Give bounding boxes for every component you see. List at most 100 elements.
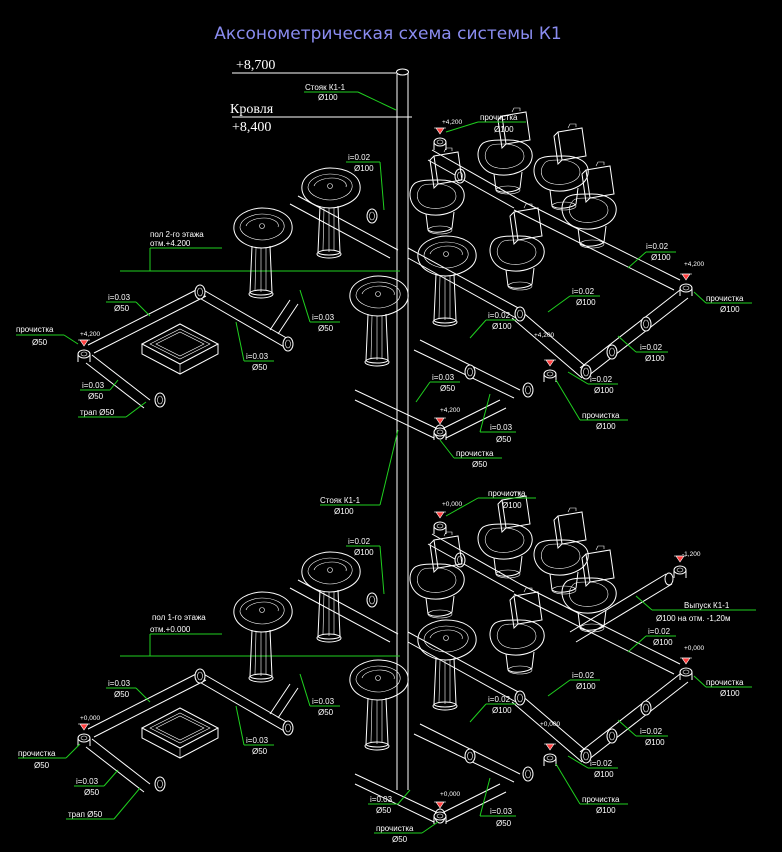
cleanout-left-f2: прочистка — [16, 325, 54, 334]
floor-1-label: пол 1-го этажа — [152, 613, 206, 622]
slope-f1-i3f: i=0.03 — [76, 777, 99, 786]
elev-bottom-cleanout-f1: +0,000 — [440, 791, 460, 798]
cleanout-right-f1: прочистка — [706, 678, 744, 687]
dia-f2-e: Ø100 — [645, 354, 665, 363]
slope-f1-f: i=0.02 — [590, 759, 613, 768]
elev-mid-cleanout-f2: +4,200 — [534, 332, 554, 339]
elev-mid-cleanout-f1: +0,000 — [540, 721, 560, 728]
slope-f1-c: i=0.02 — [572, 671, 595, 680]
slope-f2-f: i=0.02 — [590, 375, 613, 384]
dia-f2-f: Ø100 — [594, 386, 614, 395]
mid-stack-label: Стояк К1-1 Ø100 — [320, 429, 399, 516]
dia-f2-d: Ø100 — [492, 322, 512, 331]
outlet-elev: -1,200 — [682, 551, 701, 558]
dia-f1-i3e: Ø50 — [114, 690, 130, 699]
cleanout-mid-dia-f2: Ø100 — [596, 422, 616, 431]
dia-f2-a: Ø100 — [354, 164, 374, 173]
stack-label-top: Стояк К1-1 — [305, 83, 346, 92]
dia-f1-i3d: Ø50 — [252, 747, 268, 756]
slope-f1-i3b: i=0.03 — [370, 795, 393, 804]
cleanout-bottom-f1: прочистка — [376, 824, 414, 833]
slope-f2-b: i=0.02 — [646, 242, 669, 251]
elevation-8700: +8,700 — [236, 58, 275, 73]
slope-f1-b: i=0.02 — [648, 627, 671, 636]
slope-f2-a: i=0.02 — [348, 153, 371, 162]
outlet-label: Выпуск К1-1 — [684, 601, 730, 610]
slope-f2-i3a: i=0.03 — [432, 373, 455, 382]
slope-f2-i3f: i=0.03 — [82, 381, 105, 390]
dia-f2-i3d: Ø50 — [252, 363, 268, 372]
elev-bottom-cleanout-f2: +4,200 — [440, 407, 460, 414]
slope-f1-i3c: i=0.03 — [312, 697, 335, 706]
dia-f1-b: Ø100 — [653, 638, 673, 647]
slope-f1-e: i=0.02 — [640, 727, 663, 736]
roof-marks: +8,700 Кровля +8,400 — [230, 58, 412, 135]
dia-f1-a: Ø100 — [354, 548, 374, 557]
dia-f2-i3c: Ø50 — [318, 324, 334, 333]
dia-f2-c: Ø100 — [576, 298, 596, 307]
cleanout-left-dia-f1: Ø50 — [34, 761, 50, 770]
cleanout-right-dia-f2: Ø100 — [720, 305, 740, 314]
dia-f2-i3f: Ø50 — [88, 392, 104, 401]
slope-f1-i3e: i=0.03 — [108, 679, 131, 688]
floor-2-elev: отм.+4.200 — [150, 239, 191, 248]
floor-1-elev: отм.+0.000 — [150, 625, 191, 634]
elev-left-cleanout-f1: +0,000 — [80, 715, 100, 722]
outlet-dia: Ø100 на отм. -1,20м — [656, 614, 731, 623]
stack-label-mid: Стояк К1-1 — [320, 496, 361, 505]
elevation-8400: +8,400 — [232, 120, 271, 135]
dia-f1-e: Ø100 — [645, 738, 665, 747]
dia-f1-i3f: Ø50 — [84, 788, 100, 797]
cleanout-left-dia-f2: Ø50 — [32, 338, 48, 347]
elev-top-cleanout-f1: +0,000 — [442, 501, 462, 508]
dia-f1-i3c: Ø50 — [318, 708, 334, 717]
slope-f1-a: i=0.02 — [348, 537, 371, 546]
elev-top-cleanout-f2: +4,200 — [442, 119, 462, 126]
slope-f2-d: i=0.02 — [488, 311, 511, 320]
cleanout-top-f2: прочистка — [480, 113, 518, 122]
trap-f1: трап Ø50 — [68, 810, 103, 819]
drawing-title: Аксонометрическая схема системы К1 — [214, 24, 562, 44]
dia-f2-i3b: Ø50 — [496, 435, 512, 444]
dia-f2-b: Ø100 — [651, 253, 671, 262]
cleanout-mid-f1: прочистка — [582, 795, 620, 804]
cleanout-mid-dia-f1: Ø100 — [596, 806, 616, 815]
slope-f2-e: i=0.02 — [640, 343, 663, 352]
trap-f2: трап Ø50 — [80, 408, 115, 417]
roof-label: Кровля — [230, 102, 274, 117]
dia-f2-i3a: Ø50 — [440, 384, 456, 393]
dia-f1-i3b: Ø50 — [376, 806, 392, 815]
slope-f1-d: i=0.02 — [488, 695, 511, 704]
elev-left-cleanout-f2: +4,200 — [80, 331, 100, 338]
dia-f1-f: Ø100 — [594, 770, 614, 779]
cleanout-left-f1: прочистка — [18, 749, 56, 758]
cleanout-bottom-dia-f2: Ø50 — [472, 460, 488, 469]
dia-f1-c: Ø100 — [576, 682, 596, 691]
dia-f1-i3a: Ø50 — [496, 819, 512, 828]
cleanout-top-f1: прочистка — [488, 489, 526, 498]
cleanout-top-dia-f2: Ø100 — [494, 125, 514, 134]
riser-stack — [396, 68, 409, 790]
slope-f2-i3b: i=0.03 — [490, 423, 513, 432]
floor-2-scheme: пол 2-го этажа отм.+4.200 — [16, 107, 752, 469]
floor-1-scheme: пол 1-го этажа отм.+0.000 — [18, 489, 756, 844]
cleanout-bottom-f2: прочистка — [456, 449, 494, 458]
slope-f2-c: i=0.02 — [572, 287, 595, 296]
slope-f1-i3d: i=0.03 — [246, 736, 269, 745]
slope-f2-i3e: i=0.03 — [108, 293, 131, 302]
slope-f2-i3c: i=0.03 — [312, 313, 335, 322]
cleanout-right-dia-f1: Ø100 — [720, 689, 740, 698]
slope-f1-i3a: i=0.03 — [490, 807, 513, 816]
stack-dia-top: Ø100 — [318, 93, 338, 102]
dia-f1-d: Ø100 — [492, 706, 512, 715]
cleanout-right-f2: прочистка — [706, 294, 744, 303]
elev-right-cleanout-f1: +0,000 — [684, 645, 704, 652]
dia-f2-i3e: Ø50 — [114, 304, 130, 313]
stack-dia-mid: Ø100 — [334, 507, 354, 516]
cleanout-top-dia-f1: Ø100 — [502, 501, 522, 510]
floor-2-label: пол 2-го этажа — [150, 230, 204, 239]
cleanout-mid-f2: прочистка — [582, 411, 620, 420]
cleanout-bottom-dia-f1: Ø50 — [392, 835, 408, 844]
